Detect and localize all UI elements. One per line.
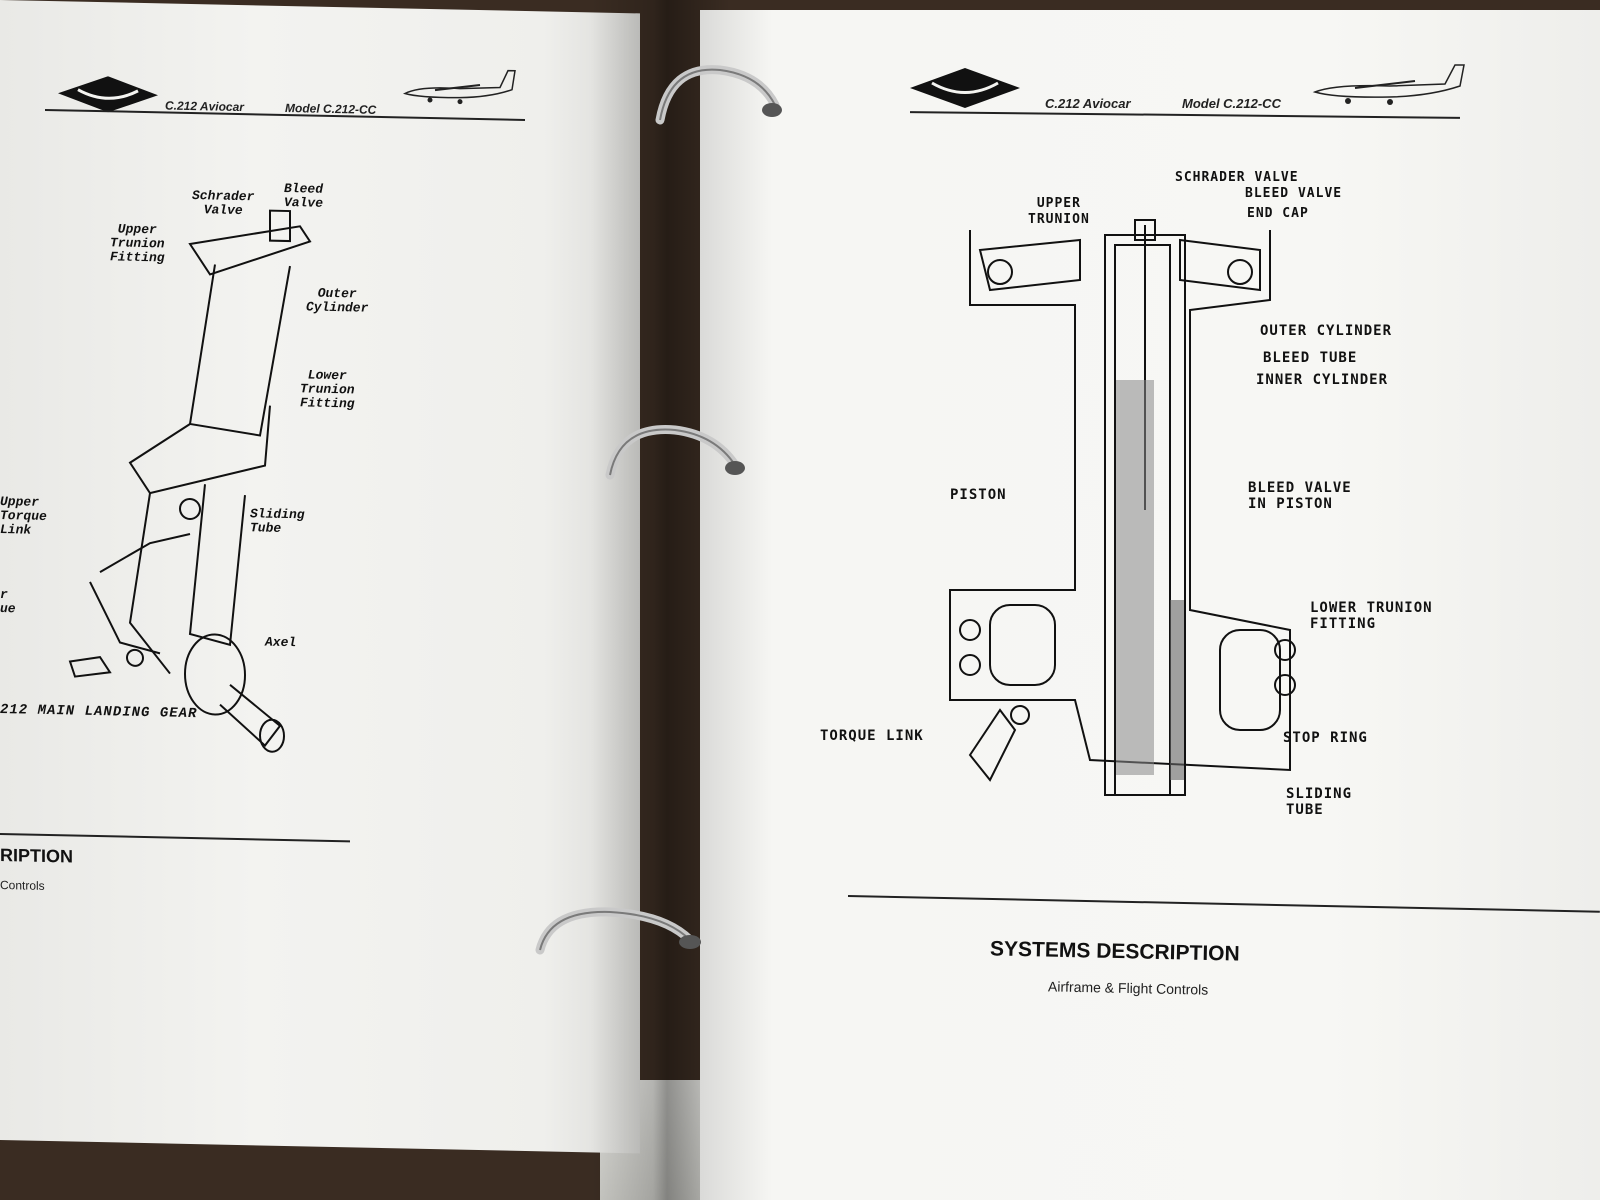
main-landing-gear-drawing [68,209,312,753]
aircraft-icon [402,69,516,105]
right-header-rule [910,111,1460,119]
right-label-bleed-valve: BLEED VALVE [1245,186,1343,201]
right-label-outer-cylinder: OUTER CYLINDER [1260,323,1393,339]
right-label-torque-link: TORQUE LINK [820,728,924,744]
left-label-sliding-tube: Sliding Tube [250,506,305,536]
right-label-schrader-valve: SCHRADER VALVE [1175,170,1299,185]
right-footer-subtitle: Airframe & Flight Controls [1047,978,1209,998]
left-label-lower-torque-partial: r ue [0,587,16,617]
left-label-upper-trunion-fitting: Upper Trunion Fitting [110,221,165,266]
right-footer-title: SYSTEMS DESCRIPTION [989,937,1240,966]
right-page: C.212 Aviocar Model C.212-CC [700,10,1600,1200]
oleo-strut-cutaway-drawing [949,219,1296,796]
binder-ring-icon [535,907,701,955]
left-label-upper-torque-link: Upper Torque Link [0,494,47,538]
company-logo-icon [910,68,1020,108]
right-label-stop-ring: STOP RING [1283,730,1368,746]
binder-ring-icon [605,425,745,480]
left-label-lower-trunion-fitting: Lower Trunion Fitting [300,367,355,412]
left-footer-rule [0,833,350,843]
right-header-aircraft: C.212 Aviocar [1045,96,1131,111]
company-logo-icon [58,76,158,113]
left-label-outer-cylinder: Outer Cylinder [306,285,369,316]
aircraft-icon [1312,64,1465,105]
right-label-end-cap: END CAP [1247,206,1309,221]
left-footer-title: RIPTION [0,845,74,867]
left-label-bleed-valve: Bleed Valve [284,180,324,211]
left-caption: 212 MAIN LANDING GEAR [0,702,198,723]
left-label-axel: Axel [265,634,297,651]
right-label-sliding-tube: SLIDING TUBE [1286,786,1353,818]
right-footer-rule [847,895,1600,913]
right-label-piston: PISTON [950,487,1007,503]
right-label-inner-cylinder: INNER CYLINDER [1256,372,1389,388]
left-label-schrader-valve: Schrader Valve [192,188,255,219]
left-footer-subtitle: Controls [0,878,45,893]
right-label-bleed-valve-in-piston: BLEED VALVE IN PISTON [1248,480,1352,512]
binder-ring-icon [655,65,782,125]
left-page: C.212 Aviocar Model C.212-CC [0,0,640,1154]
right-label-upper-trunion: UPPER TRUNION [1028,196,1090,227]
right-label-bleed-tube: BLEED TUBE [1263,350,1358,366]
right-label-lower-trunion-fitting: LOWER TRUNION FITTING [1310,600,1433,632]
right-header-model: Model C.212-CC [1182,96,1281,111]
